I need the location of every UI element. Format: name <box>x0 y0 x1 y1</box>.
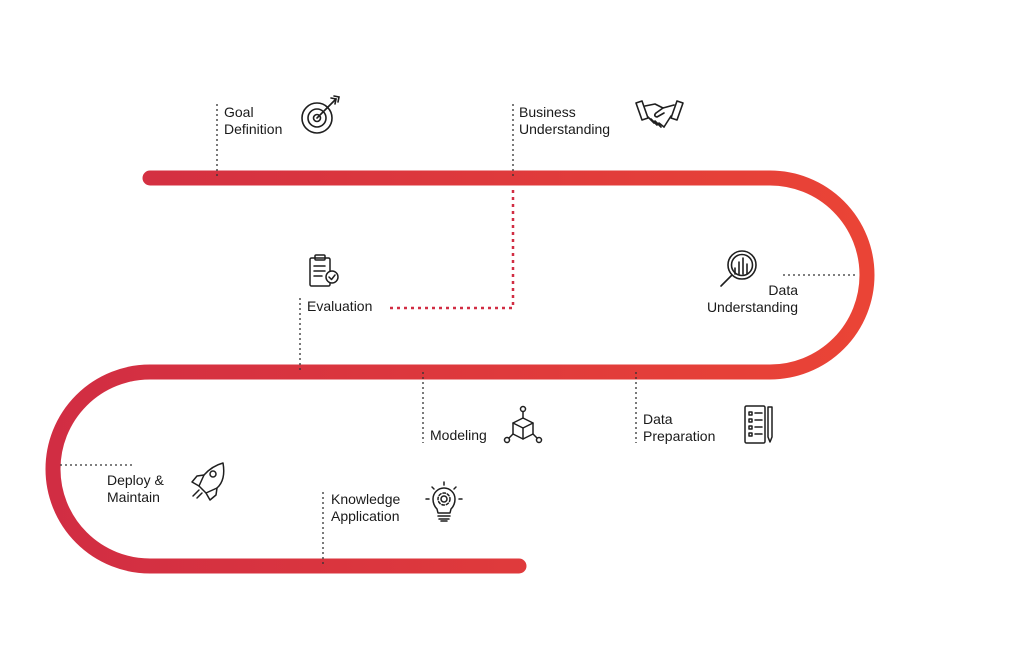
feedback-connector <box>386 190 515 310</box>
label-line: Modeling <box>430 427 487 443</box>
process-track <box>45 170 875 574</box>
label-line: Goal <box>224 104 254 120</box>
magnifier-chart-icon <box>720 250 757 287</box>
cube-network-icon <box>503 405 543 444</box>
label-evaluation: Evaluation <box>307 298 372 315</box>
label-knowledge-application: Knowledge Application <box>331 491 400 525</box>
checklist-pencil-icon <box>744 405 773 444</box>
label-line: Understanding <box>706 299 798 315</box>
rocket-icon <box>191 462 225 501</box>
label-line: Preparation <box>643 428 716 444</box>
clipboard-check-icon <box>309 254 339 287</box>
label-line: Data <box>768 282 798 298</box>
tick-lines <box>60 104 855 566</box>
label-line: Data <box>643 411 673 427</box>
label-line: Deploy & <box>107 472 164 488</box>
label-line: Business <box>519 104 576 120</box>
label-modeling: Modeling <box>430 427 487 444</box>
handshake-icon <box>635 100 684 128</box>
label-line: Definition <box>224 121 283 137</box>
label-deploy-maintain: Deploy & Maintain <box>107 472 164 506</box>
label-goal-definition: Goal Definition <box>224 104 282 138</box>
label-data-understanding: Data Understanding <box>694 282 798 316</box>
label-line: Evaluation <box>307 298 373 314</box>
label-line: Application <box>331 508 400 524</box>
lightbulb-gear-icon <box>425 481 463 522</box>
label-data-preparation: Data Preparation <box>643 411 715 445</box>
label-line: Knowledge <box>331 491 401 507</box>
label-business-understanding: Business Understanding <box>519 104 610 138</box>
label-line: Understanding <box>519 121 611 137</box>
label-line: Maintain <box>107 489 160 505</box>
target-icon <box>301 95 340 134</box>
